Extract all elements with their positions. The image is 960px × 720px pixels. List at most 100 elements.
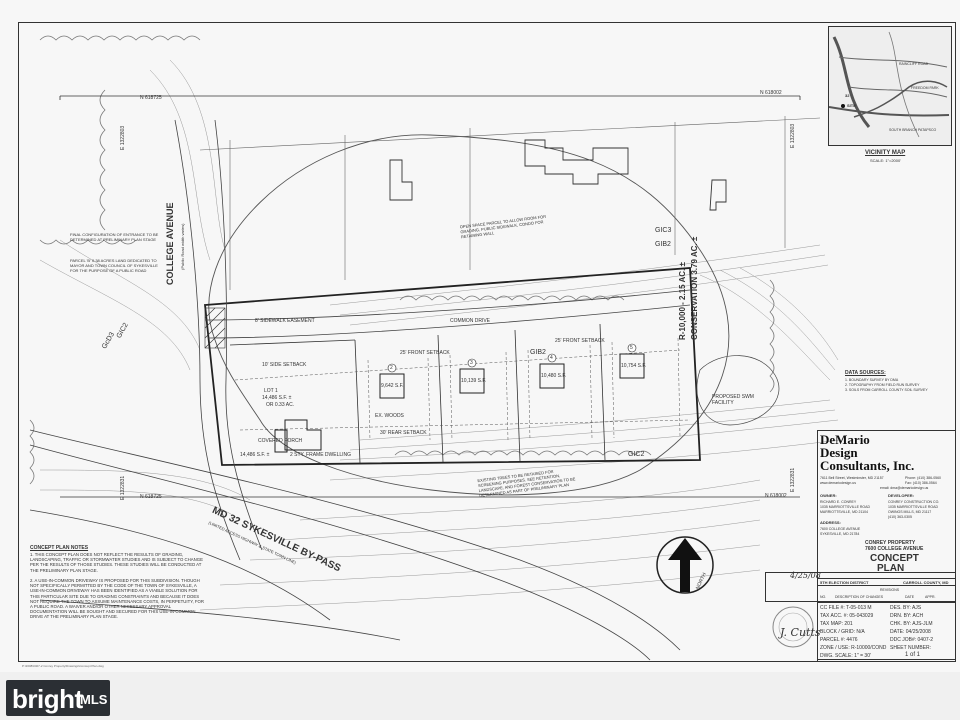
house-footprints xyxy=(274,353,645,453)
revision-block xyxy=(765,572,956,602)
address-line-2: SYKESVILLE, MD 21784 xyxy=(820,532,860,536)
watermark-brand: bright xyxy=(12,684,83,714)
vicinity-label-river: SOUTH BRANCH PATAPSCO xyxy=(889,128,937,132)
college-avenue-note: (Public Road width varies) xyxy=(180,223,185,270)
vicinity-map-graphic xyxy=(829,31,950,138)
vicinity-map-title: VICINITY MAP xyxy=(865,150,906,156)
info-tax-map: TAX MAP: 201 xyxy=(820,621,853,627)
parcel-b-callout: PARCEL 'B' 0.38 ACRES LAND DEDICATED TO … xyxy=(70,258,158,273)
lot-1-area: 14,486 S.F. ± xyxy=(262,395,292,401)
district-label: 5TH ELECTION DISTRICT xyxy=(820,580,869,585)
lot-5-number: 5 xyxy=(630,345,633,351)
info-drn-by: DRN. BY: ACH xyxy=(890,613,924,619)
data-sources-heading: DATA SOURCES: xyxy=(845,370,886,376)
project-address: 7600 COLLEGE AVENUE xyxy=(865,546,924,552)
drawing-sheet: COLLEGE AVENUE (Public Road width varies… xyxy=(18,22,956,668)
zoning-label: R-10,000 - 2.15 AC. ± xyxy=(678,262,687,340)
lot-2-area: 9,642 S.F. xyxy=(381,383,404,389)
info-parcel: PARCEL #: 4476 xyxy=(820,637,858,643)
entrance-hatch xyxy=(204,307,226,349)
swm-label: PROPOSED SWM FACILITY xyxy=(712,394,754,406)
address-line-1: 7600 COLLEGE AVENUE xyxy=(820,527,861,531)
revision-header-desc: DESCRIPTION OF CHANGES xyxy=(835,595,884,599)
plan-title-1: CONCEPT xyxy=(870,553,919,564)
conservation-label: CONSERVATION 3.79 AC. ± xyxy=(690,236,699,340)
revision-label: REVISIONS xyxy=(880,588,900,592)
coord-e3: E 1322831 xyxy=(120,475,126,500)
coord-n4: N 618002 xyxy=(765,493,787,499)
firm-email: email: dma@demariodesign.us xyxy=(880,486,929,490)
common-drive xyxy=(204,289,691,321)
lot-1-label: LOT 1 xyxy=(264,388,278,394)
firm-web: www.demariodesign.us xyxy=(820,481,856,485)
firm-fax: Fax: (410) 386-0564 xyxy=(905,481,937,485)
college-avenue-lines xyxy=(174,119,263,561)
common-drive-label: COMMON DRIVE xyxy=(450,318,490,324)
lot-3-number: 3 xyxy=(470,360,473,366)
info-des-by: DES. BY: AJS xyxy=(890,605,922,611)
vicinity-label-road: RAINCLIFF ROAD xyxy=(899,62,929,66)
firm-phone: Phone: (410) 386-0560 xyxy=(905,476,941,480)
developer-heading: DEVELOPER: xyxy=(888,493,915,498)
project-name: CONREY PROPERTY xyxy=(865,540,916,546)
owner-line-3: MARRIOTTSVILLE, MD 21104 xyxy=(820,510,868,514)
coord-n3: N 618725 xyxy=(140,494,162,500)
vicinity-label-route: 32 xyxy=(845,93,850,98)
swm-outline xyxy=(696,355,780,426)
note-2: 2. A USE-IN-COMMON DRIVEWAY IS PROPOSED … xyxy=(30,578,204,620)
address-heading: ADDRESS: xyxy=(820,520,841,525)
lot-2-number: 2 xyxy=(390,365,393,371)
info-date: DATE: 04/25/2008 xyxy=(890,629,931,635)
conservation-outline xyxy=(208,134,730,496)
owner-heading: OWNER: xyxy=(820,493,837,498)
info-scale: DWG. SCALE: 1" = 30' xyxy=(820,653,871,659)
covered-porch-label: COVERED PORCH xyxy=(258,438,303,444)
tree-line xyxy=(29,35,775,485)
soil-label-2: GIB2 xyxy=(655,241,671,248)
footer-bar xyxy=(0,672,960,720)
ex-woods-label: EX. WOODS xyxy=(375,413,404,419)
coord-e2: E 1322803 xyxy=(790,123,796,148)
developer-line-3: OWINGS MILLS, MD 21117 xyxy=(888,510,932,514)
vicinity-label-site: SITE xyxy=(847,103,856,108)
title-block xyxy=(817,430,956,662)
easement-label: 8' SIDEWALK EASEMENT xyxy=(255,318,315,324)
notes-heading: CONCEPT PLAN NOTES xyxy=(30,545,89,551)
soil-label-5: GIB2 xyxy=(530,349,546,356)
neighbor-houses xyxy=(389,139,727,211)
data-sources-line-2: 2. TOPOGRAPHY FROM FIELD RUN SURVEY xyxy=(845,383,920,387)
coord-e4: E 1322831 xyxy=(790,467,796,492)
vicinity-map-scale: SCALE: 1"=2000' xyxy=(870,158,901,163)
house-label: 2 STY. FRAME DWELLING xyxy=(290,452,352,458)
info-block-grid: BLOCK / GRID: N/A xyxy=(820,629,865,635)
lot-4-area: 10,480 S.F. xyxy=(541,373,567,379)
vicinity-map: RAINCLIFF ROAD FREEDOM PARK SOUTH BRANCH… xyxy=(828,26,952,146)
bypass-lines xyxy=(29,429,681,661)
firm-name-line-1: DeMario xyxy=(820,432,870,447)
info-zone: ZONE / USE: R-10000/COND xyxy=(820,645,887,651)
revision-header-appr: APPR. xyxy=(925,595,936,599)
lot-1-alt-area: OR 0.33 AC. xyxy=(266,402,295,408)
info-grid xyxy=(817,602,956,660)
signature-date: 4/25/08 xyxy=(790,571,821,580)
note-1: 1. THIS CONCEPT PLAN DOES NOT REFLECT TH… xyxy=(30,552,203,573)
coord-e1: E 1322803 xyxy=(120,125,126,150)
revision-header-no: NO. xyxy=(820,595,827,599)
lot-1-bottom-area: 14,486 S.F. ± xyxy=(240,452,270,458)
lot-5-area: 10,754 S.F. xyxy=(621,363,647,369)
info-sheet-number-label: SHEET NUMBER: xyxy=(890,645,932,651)
lot-4-number: 4 xyxy=(550,355,553,361)
front-setback-label-2: 25' FRONT SETBACK xyxy=(555,338,605,344)
info-chk-by: CHK. BY: AJS-JLM xyxy=(890,621,933,627)
entrance-callout: FINAL CONFIGURATION OF ENTRANCE TO BE DE… xyxy=(70,232,159,242)
brightmls-watermark: bright MLS xyxy=(6,680,110,716)
site-plan-drawing xyxy=(29,35,841,661)
rear-setback-label: 30' REAR SETBACK xyxy=(380,430,427,436)
info-tax-acc: TAX ACC. #: 05-043029 xyxy=(820,613,874,619)
info-job: DDC JOB#: 0407-2 xyxy=(890,637,934,643)
coord-n2: N 618725 xyxy=(140,95,162,101)
data-sources-line-3: 3. SOILS FROM CARROLL COUNTY SOIL SURVEY xyxy=(845,388,928,392)
front-setback-label: 25' FRONT SETBACK xyxy=(400,350,450,356)
signature: J. Cutts xyxy=(780,626,821,639)
watermark-suffix: MLS xyxy=(80,692,108,707)
